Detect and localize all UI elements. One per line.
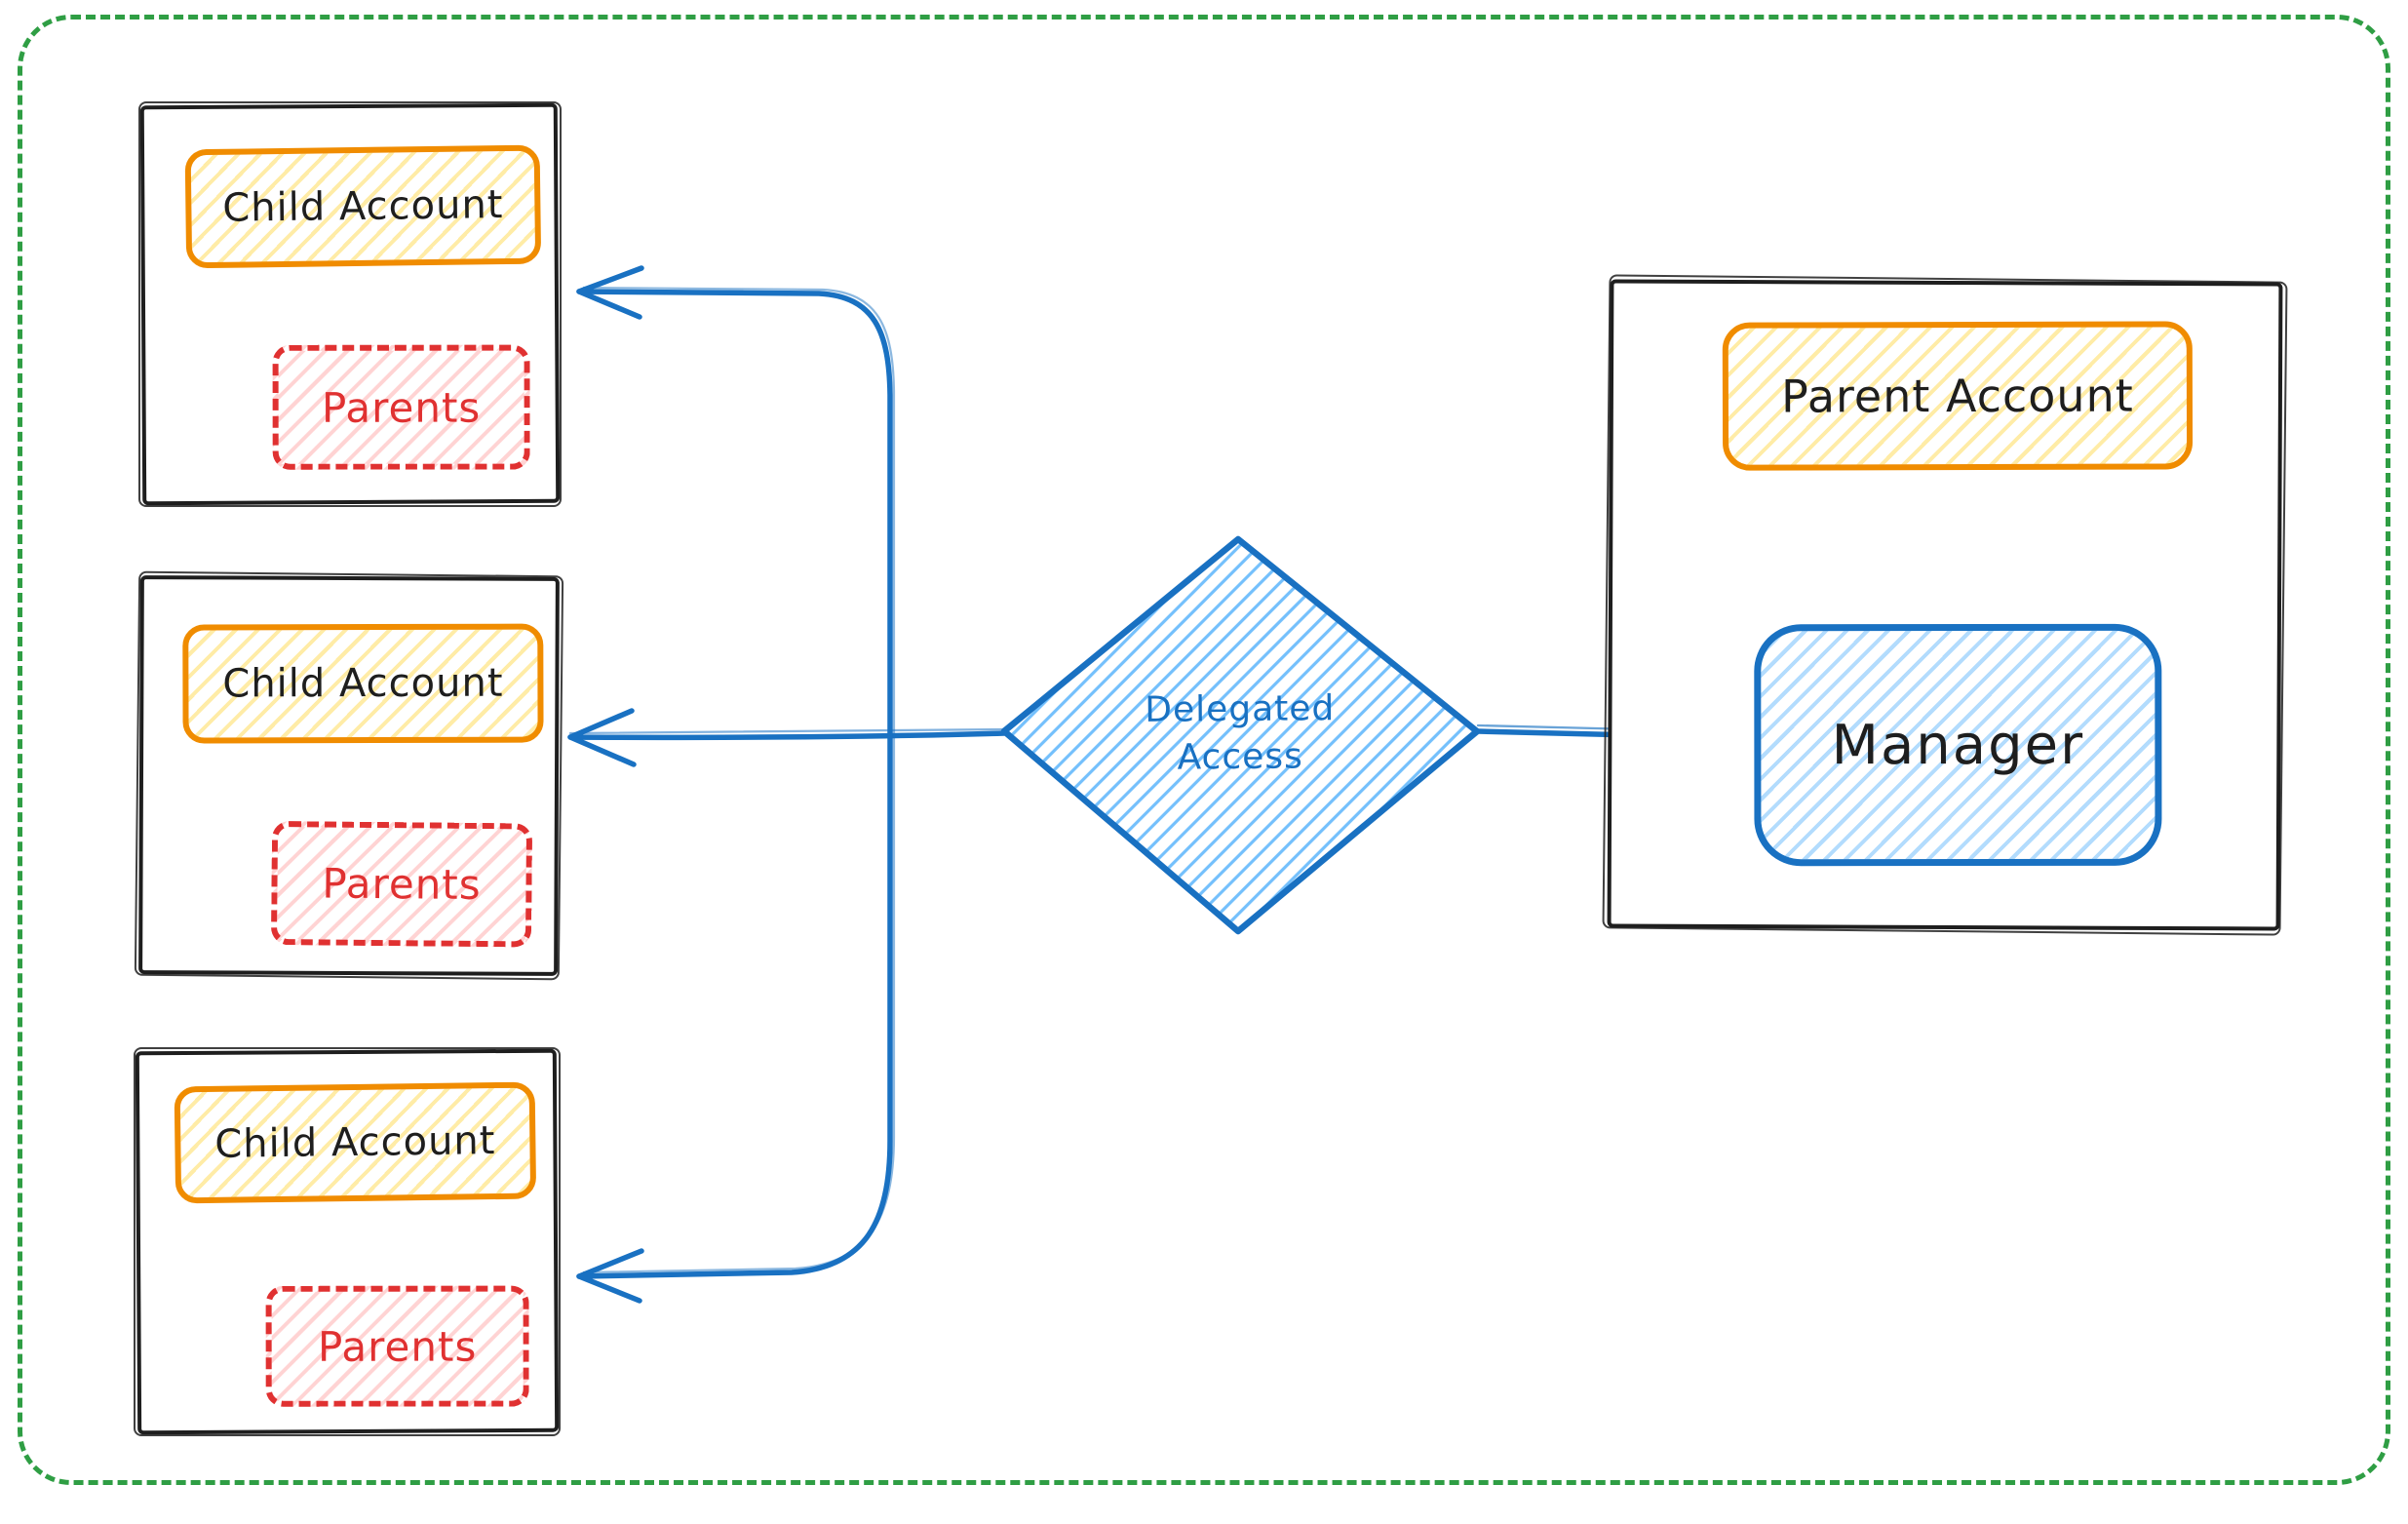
child-account-box-1: Child Account Parents [139, 102, 561, 506]
parent-account-label: Parent Account [1722, 321, 2194, 471]
parents-label-1: Parents [321, 383, 482, 432]
child-account-label-2: Child Account [182, 623, 544, 744]
child-account-box-3: Child Account Parents [135, 1048, 560, 1435]
child-account-title-1: Child Account [222, 182, 504, 231]
parents-box-2: Parents [270, 820, 533, 948]
parents-label-3: Parents [317, 1322, 478, 1371]
child-account-box-2: Child Account Parents [138, 575, 560, 976]
delegated-access-line-1: Delegated [1145, 688, 1336, 731]
parent-account-box: Parent Account Manager [1607, 279, 2283, 931]
child-account-label-3: Child Account [174, 1081, 537, 1204]
dashed-boundary-frame [18, 15, 2390, 1485]
child-account-title-3: Child Account [214, 1118, 496, 1167]
child-account-label-1: Child Account [184, 144, 542, 269]
parents-box-1: Parents [272, 344, 530, 470]
delegated-access-line-2: Access [1177, 736, 1304, 778]
delegated-access-label: Delegated Access [1093, 670, 1386, 800]
manager-label: Manager [1831, 713, 2085, 777]
manager-box: Manager [1754, 623, 2162, 867]
child-account-title-2: Child Account [222, 660, 504, 707]
parent-account-title: Parent Account [1781, 369, 2134, 423]
parents-box-3: Parents [265, 1285, 529, 1407]
parents-label-2: Parents [322, 859, 482, 910]
